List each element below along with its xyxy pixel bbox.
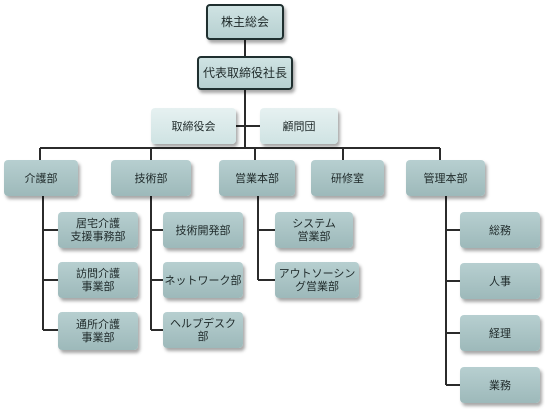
node-care-child: 訪問介護 事業部 [58, 262, 138, 298]
node-label: 営業本部 [235, 171, 279, 185]
node-label: 株主総会 [220, 14, 269, 29]
node-care-dept: 介護部 [4, 160, 78, 196]
node-label: 技術部 [134, 171, 168, 185]
node-label: 経理 [489, 326, 511, 340]
node-label: ヘルプデスク 部 [170, 317, 236, 343]
node-care-child: 通所介護 事業部 [58, 312, 138, 350]
node-label: 人事 [489, 274, 511, 288]
node-label: 取締役会 [171, 119, 216, 133]
node-tech-child: ネットワーク部 [163, 262, 243, 298]
node-tech-dept: 技術部 [111, 160, 191, 196]
node-label: 通所介護 事業部 [76, 318, 120, 344]
node-admin-hq: 管理本部 [406, 160, 485, 196]
node-label: 業務 [489, 378, 511, 392]
node-sales-child: システム 営業部 [275, 212, 353, 248]
node-admin-child: 経理 [460, 315, 540, 351]
node-label: 管理本部 [423, 171, 468, 185]
node-admin-child: 業務 [460, 367, 540, 403]
node-sales-child: アウトソーシン グ営業部 [275, 262, 359, 298]
node-label: アウトソーシン グ営業部 [278, 267, 356, 293]
node-label: ネットワーク部 [164, 273, 242, 287]
node-label: 代表取締役社長 [202, 65, 287, 80]
node-advisors: 顧問団 [260, 108, 338, 144]
node-training-room: 研修室 [311, 160, 384, 196]
node-admin-child: 総務 [460, 212, 540, 248]
node-label: 居宅介護 支援事務部 [70, 217, 126, 243]
node-board: 取締役会 [151, 108, 236, 144]
node-label: 介護部 [24, 171, 58, 185]
node-label: 訪問介護 事業部 [76, 267, 120, 293]
node-tech-child: 技術開発部 [163, 212, 243, 248]
node-shareholders: 株主総会 [206, 4, 284, 40]
node-ceo: 代表取締役社長 [197, 56, 293, 90]
node-sales-hq: 営業本部 [219, 160, 295, 196]
node-label: システム 営業部 [292, 217, 336, 243]
node-tech-child: ヘルプデスク 部 [163, 312, 243, 348]
node-admin-child: 人事 [460, 263, 540, 299]
node-label: 総務 [489, 223, 511, 237]
node-label: 顧問団 [282, 119, 316, 133]
node-label: 技術開発部 [175, 223, 231, 237]
node-label: 研修室 [331, 171, 364, 185]
node-care-child: 居宅介護 支援事務部 [58, 212, 138, 248]
